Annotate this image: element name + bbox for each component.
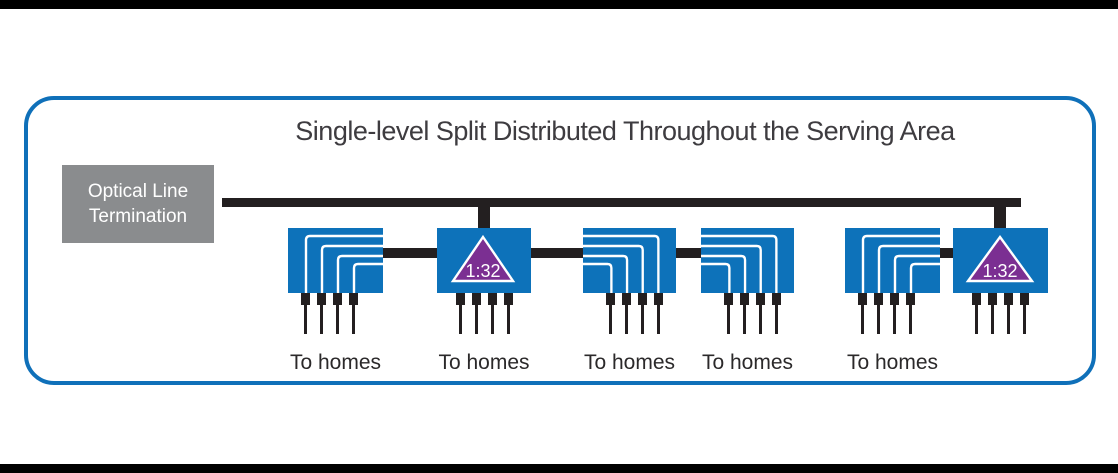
drop-line [487,293,497,334]
to-homes-label: To homes [289,351,382,374]
drop-line [301,293,310,334]
trunk-drop-line-1 [478,205,490,229]
splitter-connector-1 [383,248,437,258]
splitter-connector-3 [676,248,701,258]
drop-line [906,293,915,334]
fanout-lines-icon [583,234,660,293]
splitter-chip [701,228,794,293]
drop-line [471,293,481,334]
splitter-box-1: To homes [288,228,383,375]
diagram-frame-border [24,96,1096,385]
bottom-black-bar [0,464,1118,473]
ratio-triangle-icon: 1:32 [965,234,1035,283]
drop-lines [288,293,383,334]
drop-line [638,293,647,334]
drop-lines [583,293,676,334]
fanout-lines-icon [701,234,778,293]
olt-box: Optical Line Termination [62,165,214,243]
fanout-lines-icon [304,234,383,293]
drop-line [349,293,358,334]
drop-lines [701,293,794,334]
splitter-box-2: 1:32 To homes [437,228,531,375]
drop-line [1020,293,1029,334]
splitter-box-3: To homes [583,228,676,375]
trunk-drop-line-2 [994,205,1006,229]
split-ratio-label: 1:32 [982,261,1017,281]
split-ratio-label: 1:32 [465,261,500,281]
drop-line [988,293,997,334]
drop-line [654,293,663,334]
drop-line [972,293,981,334]
drop-line [890,293,899,334]
drop-line [622,293,631,334]
fanout-lines-icon [861,234,940,293]
to-homes-label: To homes [846,351,939,374]
drop-line [1004,293,1013,334]
drop-line [606,293,615,334]
drop-line [333,293,342,334]
splitter-chip [845,228,940,293]
splitter-connector-2 [531,248,583,258]
splitter-chip: 1:32 [953,228,1048,293]
to-homes-label: To homes [583,351,676,374]
splitter-chip [288,228,383,293]
drop-lines [953,293,1048,334]
drop-line [858,293,867,334]
drop-lines [437,293,531,334]
drop-line [772,293,781,334]
splitter-box-5: To homes [845,228,940,375]
splitter-box-6: 1:32 [953,228,1048,334]
splitter-chip [583,228,676,293]
drop-line [455,293,465,334]
drop-line [317,293,326,334]
diagram-title: Single-level Split Distributed Throughou… [295,116,955,146]
splitter-box-4: To homes [701,228,794,375]
splitter-connector-4 [940,248,953,258]
top-black-bar [0,0,1118,9]
drop-line [740,293,749,334]
splitter-chip: 1:32 [437,228,531,293]
ratio-triangle-icon: 1:32 [450,234,516,283]
drop-lines [845,293,940,334]
drop-line [756,293,765,334]
trunk-fiber-line [222,198,1021,207]
drop-line [874,293,883,334]
drop-line [503,293,513,334]
to-homes-label: To homes [701,351,794,374]
olt-label: Optical Line Termination [87,181,189,227]
drop-line [724,293,733,334]
to-homes-label: To homes [438,351,530,374]
